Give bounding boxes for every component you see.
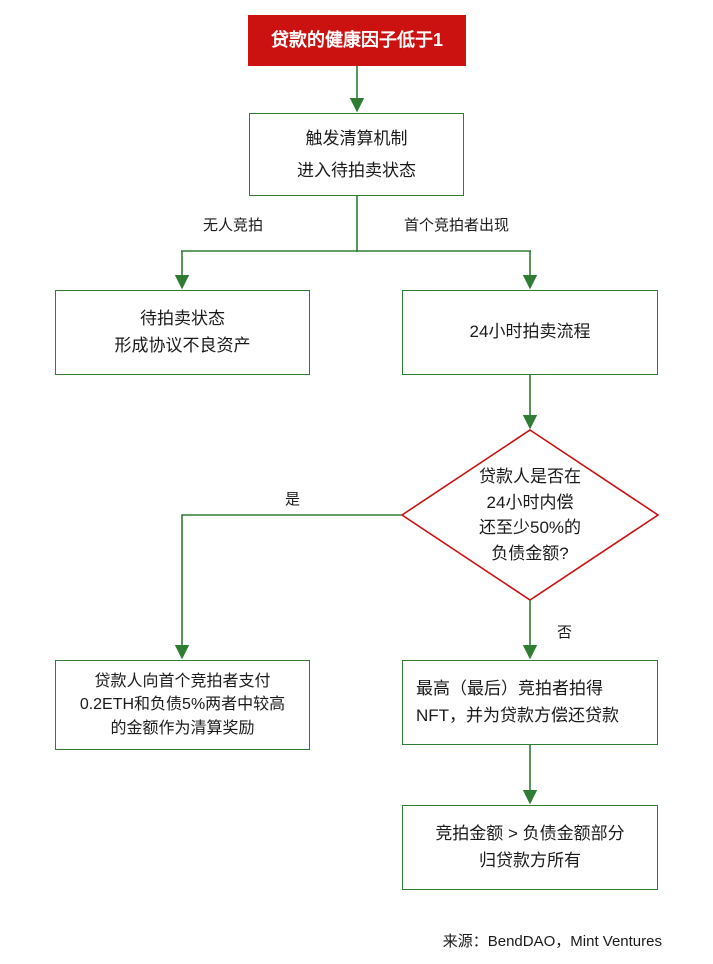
node-liquidation-reward: 贷款人向首个竞拍者支付 0.2ETH和负债5%两者中较高 的金额作为清算奖励 (55, 660, 310, 750)
source-caption: 来源：BendDAO，Mint Ventures (442, 933, 662, 950)
node-winner-gets-nft: 最高（最后）竞拍者拍得 NFT，并为贷款方偿还贷款 (402, 660, 658, 745)
node-trigger-liquidation: 触发清算机制 进入待拍卖状态 (249, 113, 464, 196)
node-pending-auction-bad-assets: 待拍卖状态 形成协议不良资产 (55, 290, 310, 375)
node-surplus-to-lender: 竞拍金额 > 负债金额部分 归贷款方所有 (402, 805, 658, 890)
node-health-factor-low: 贷款的健康因子低于1 (248, 15, 466, 66)
edge-label-yes: 是 (285, 491, 301, 508)
edge-label-no-bidder: 无人竞拍 (203, 217, 264, 234)
edge-label-no: 否 (557, 624, 573, 641)
edge-label-first-bidder: 首个竞拍者出现 (404, 217, 510, 234)
node-decision-repay-50pct: 贷款人是否在 24小时内偿 还至少50%的 负债金额? (478, 467, 582, 563)
node-24h-auction-process: 24小时拍卖流程 (402, 290, 658, 375)
edge-decision-yes-to-reward (174, 514, 402, 660)
